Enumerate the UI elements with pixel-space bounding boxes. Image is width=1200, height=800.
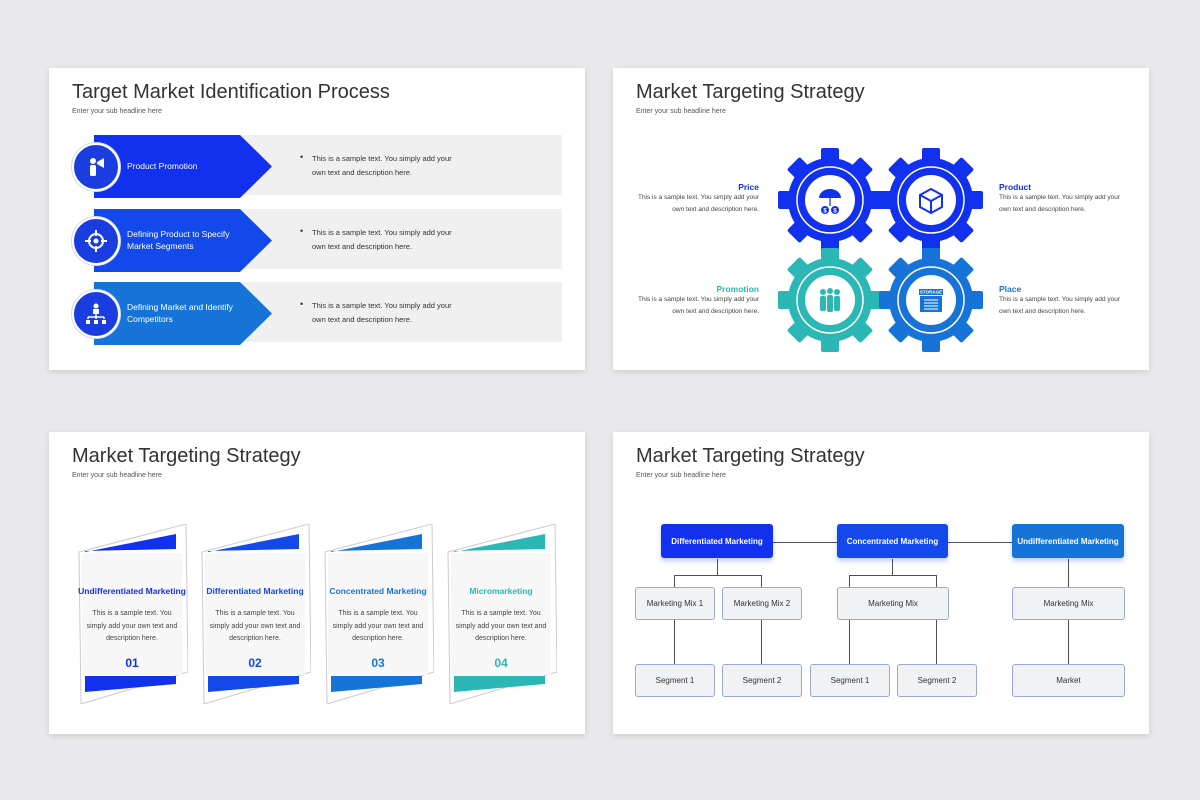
node-market: Market — [1012, 664, 1125, 697]
card-text: This is a sample text. You simply add yo… — [332, 610, 424, 642]
node-segment: Segment 2 — [722, 664, 802, 697]
node-marketing-mix: Marketing Mix — [1012, 587, 1125, 620]
process-step-2: Defining Product to Specify Market Segme… — [72, 209, 562, 272]
card-frame — [78, 524, 188, 704]
node-differentiated-marketing: Differentiated Marketing — [661, 524, 773, 558]
connector-line — [849, 619, 850, 664]
promotion-gear — [778, 248, 882, 352]
strategy-card-4: Micromarketing This is a sample text. Yo… — [445, 524, 557, 704]
process-step-1: Product Promotion • This is a sample tex… — [72, 135, 562, 198]
card-heading: Concentrated Marketing — [329, 586, 427, 596]
connector-line — [936, 575, 937, 587]
step-label: Defining Market and Identify Competitors — [127, 302, 233, 324]
org-chart-icon — [72, 290, 120, 338]
card-text: This is a sample text. You simply add yo… — [455, 610, 547, 642]
slide-gears-strategy[interactable]: Market Targeting Strategy Enter your sub… — [613, 68, 1149, 370]
price-text: This is a sample text. You simply add yo… — [637, 194, 759, 213]
promotion-text: This is a sample text. You simply add yo… — [637, 296, 759, 315]
product-label: Product — [999, 182, 1032, 192]
connector-line — [1068, 619, 1069, 664]
connector-line — [717, 559, 718, 575]
slide-subtitle: Enter your sub headline here — [636, 472, 726, 479]
process-step-3: Defining Market and Identify Competitors… — [72, 282, 562, 345]
svg-text:$: $ — [833, 209, 837, 215]
product-gear — [879, 148, 983, 252]
slide-title: Market Targeting Strategy — [72, 445, 301, 467]
card-number: 02 — [248, 656, 262, 670]
connector-line — [761, 575, 762, 587]
card-text: This is a sample text. You simply add yo… — [209, 610, 301, 642]
strategy-card-3: Concentrated Marketing This is a sample … — [322, 524, 434, 704]
step-label: Defining Product to Specify Market Segme… — [127, 229, 230, 251]
svg-text:$: $ — [823, 209, 827, 215]
bullet-dot: • — [300, 299, 304, 309]
node-undifferentiated-marketing: Undifferentiated Marketing — [1012, 524, 1124, 558]
place-gear: STORAGE — [879, 248, 983, 352]
connector-line — [936, 619, 937, 664]
connector-line — [849, 575, 937, 576]
bullet-dot: • — [300, 226, 304, 236]
slide-subtitle: Enter your sub headline here — [72, 472, 162, 479]
node-marketing-mix: Marketing Mix 1 — [635, 587, 715, 620]
promotion-label: Promotion — [716, 284, 760, 294]
step-arrow — [94, 209, 272, 272]
product-text: This is a sample text. You simply add yo… — [999, 194, 1121, 213]
step-description: This is a sample text. You simply add yo… — [312, 228, 452, 251]
node-segment: Segment 2 — [897, 664, 977, 697]
svg-text:STORAGE: STORAGE — [920, 290, 942, 295]
strategy-card-2: Differentiated Marketing This is a sampl… — [199, 524, 311, 704]
node-marketing-mix: Marketing Mix 2 — [722, 587, 802, 620]
money-umbrella-icon: $ $ — [819, 189, 841, 215]
node-segment: Segment 1 — [635, 664, 715, 697]
slide-title: Market Targeting Strategy — [636, 81, 865, 103]
connector-line — [674, 619, 675, 664]
price-gear: $ $ — [778, 148, 882, 252]
connector-line — [773, 542, 837, 543]
card-frame — [447, 524, 557, 704]
connector-line — [1068, 559, 1069, 587]
gears-diagram: $ $ — [778, 148, 983, 352]
card-heading: Differentiated Marketing — [206, 586, 304, 596]
slide-subtitle: Enter your sub headline here — [636, 108, 726, 115]
step-description: This is a sample text. You simply add yo… — [312, 301, 452, 324]
slide-targeting-tree[interactable]: Market Targeting Strategy Enter your sub… — [613, 432, 1149, 734]
card-heading: Micromarketing — [469, 586, 533, 596]
connector-line — [948, 542, 1012, 543]
box-icon — [919, 187, 943, 215]
storage-building-icon: STORAGE — [919, 289, 943, 312]
slide-title: Market Targeting Strategy — [636, 445, 865, 467]
bullet-dot: • — [300, 152, 304, 162]
card-text: This is a sample text. You simply add yo… — [86, 610, 178, 642]
node-concentrated-marketing: Concentrated Marketing — [837, 524, 948, 558]
step-arrow — [94, 135, 272, 198]
node-marketing-mix: Marketing Mix — [837, 587, 949, 620]
card-heading: Undifferentiated Marketing — [78, 586, 186, 596]
slide-title: Target Market Identification Process — [72, 81, 390, 103]
step-label: Product Promotion — [127, 160, 198, 171]
price-label: Price — [738, 182, 759, 192]
connector-line — [674, 575, 762, 576]
place-label: Place — [999, 284, 1022, 294]
connector-line — [761, 619, 762, 664]
slide-tablet-cards[interactable]: Market Targeting Strategy Enter your sub… — [49, 432, 585, 734]
card-number: 01 — [125, 656, 139, 670]
slide-subtitle: Enter your sub headline here — [72, 108, 162, 115]
connector-line — [892, 559, 893, 575]
place-text: This is a sample text. You simply add yo… — [999, 296, 1121, 315]
card-frame — [201, 524, 311, 704]
slide-target-market-process[interactable]: Target Market Identification Process Ent… — [49, 68, 585, 370]
step-arrow — [94, 282, 272, 345]
strategy-card-1: Undifferentiated Marketing This is a sam… — [76, 524, 188, 704]
people-group-icon — [820, 288, 840, 312]
node-segment: Segment 1 — [810, 664, 890, 697]
speaker-person-icon — [72, 143, 120, 191]
target-icon — [72, 217, 120, 265]
connector-line — [849, 575, 850, 587]
card-frame — [324, 524, 434, 704]
card-number: 04 — [494, 656, 508, 670]
step-description: This is a sample text. You simply add yo… — [312, 154, 452, 177]
connector-line — [674, 575, 675, 587]
card-number: 03 — [371, 656, 385, 670]
